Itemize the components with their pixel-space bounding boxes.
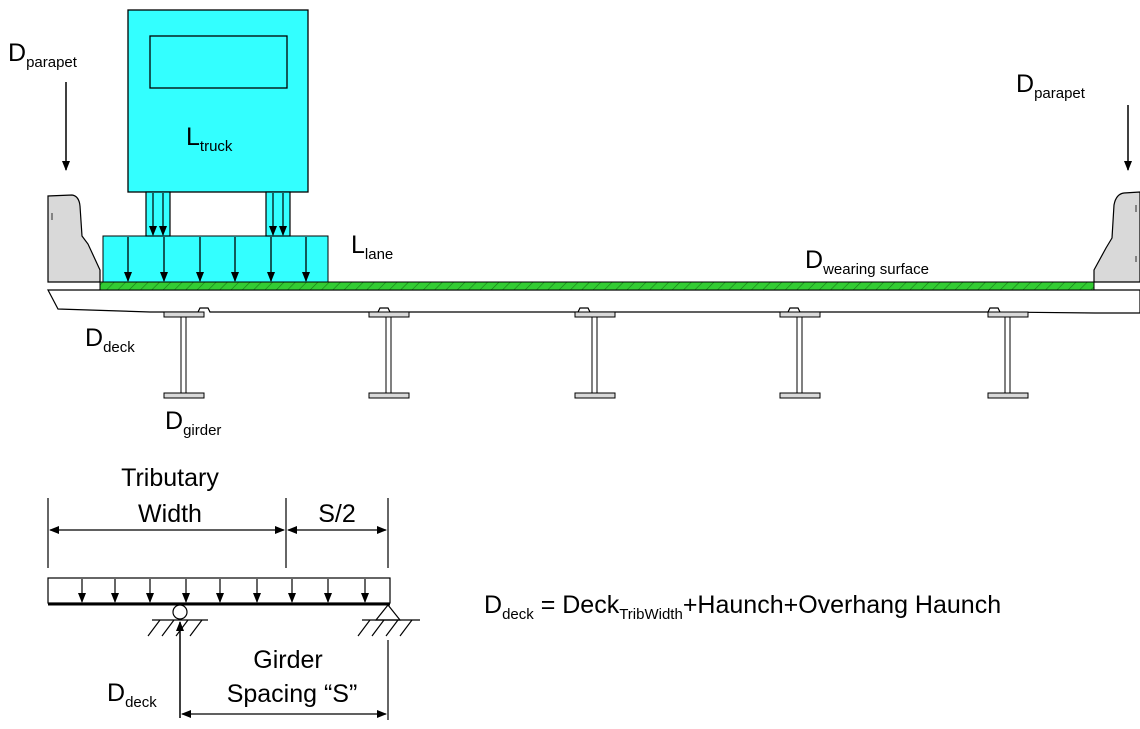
label-half-spacing: S/2 — [318, 500, 356, 528]
label-tributary-line1: Tributary — [121, 464, 219, 492]
label-girder-spacing-line2: Spacing “S” — [227, 680, 358, 708]
label-deck: Ddeck — [85, 324, 135, 356]
label-wearing-surface: Dwearing surface — [805, 246, 929, 278]
truck-window — [149, 35, 288, 89]
girder-5 — [987, 311, 1029, 399]
parapet-right — [1093, 191, 1140, 283]
label-girder: Dgirder — [165, 407, 221, 439]
parapet-left — [47, 194, 101, 283]
label-lane: Llane — [351, 231, 393, 263]
girder-4 — [779, 311, 821, 399]
truck-wheel-left — [145, 191, 171, 237]
label-deck-reaction: Ddeck — [107, 679, 157, 711]
distributed-load-block — [47, 577, 391, 604]
deck-equation: Ddeck = DeckTribWidth+Haunch+Overhang Ha… — [484, 591, 1001, 623]
girder-2 — [368, 311, 410, 399]
label-tributary-line2: Width — [138, 500, 202, 528]
wearing-surface — [99, 281, 1095, 291]
lane-load-arrows — [124, 237, 310, 282]
girder-3 — [574, 311, 616, 399]
pin-support — [357, 604, 420, 637]
roller-support — [147, 604, 208, 637]
girder-1 — [163, 311, 205, 399]
label-parapet-left: Dparapet — [8, 39, 78, 71]
deck-slab — [47, 289, 1140, 314]
label-parapet-right: Dparapet — [1016, 70, 1086, 102]
label-truck: Ltruck — [186, 123, 233, 155]
label-girder-spacing-line1: Girder — [253, 646, 322, 674]
lane-load-block — [102, 235, 329, 283]
truck-wheel-right — [265, 191, 291, 237]
distributed-load-arrows — [78, 579, 369, 603]
